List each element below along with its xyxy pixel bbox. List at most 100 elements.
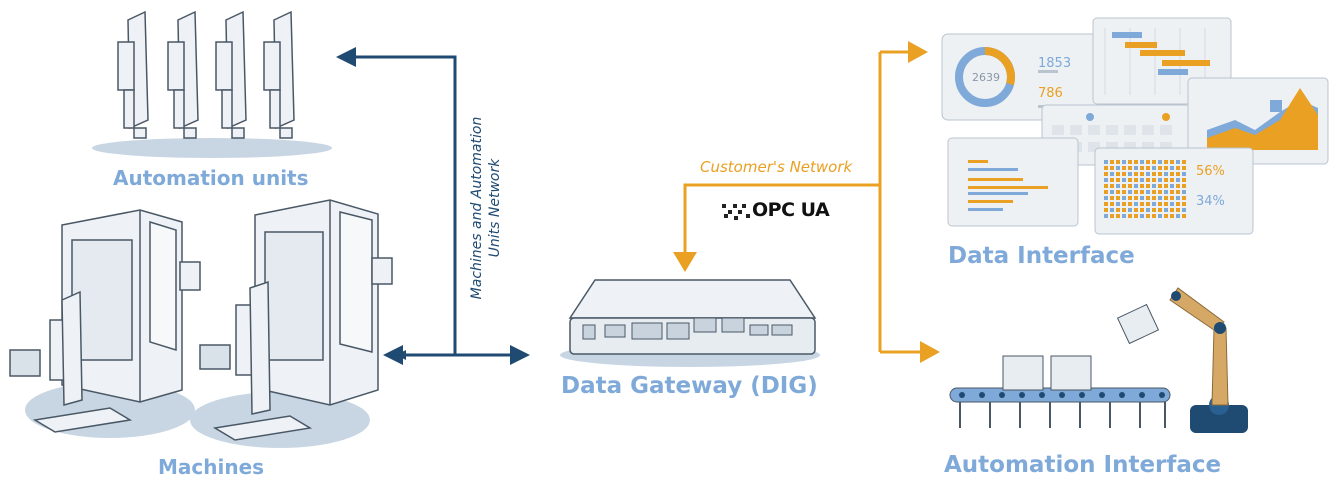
- waffle-cell: [1182, 196, 1186, 200]
- waffle-cell: [1170, 202, 1174, 206]
- waffle-cell: [1170, 166, 1174, 170]
- waffle-cell: [1152, 214, 1156, 218]
- waffle-cell: [1176, 208, 1180, 212]
- waffle-cell: [1104, 214, 1108, 218]
- machines-network-label: Machines and Automation Units Network: [468, 98, 504, 318]
- waffle-cell: [1176, 184, 1180, 188]
- waffle-cell: [1158, 196, 1162, 200]
- waffle-cell: [1128, 166, 1132, 170]
- waffle-cell: [1122, 184, 1126, 188]
- waffle-cell: [1122, 160, 1126, 164]
- waffle-cell: [1110, 214, 1114, 218]
- pct-bottom: 34%: [1196, 194, 1225, 209]
- waffle-cell: [1152, 166, 1156, 170]
- waffle-cell: [1182, 178, 1186, 182]
- waffle-cell: [1170, 214, 1174, 218]
- waffle-cell: [1110, 184, 1114, 188]
- waffle-cell: [1146, 202, 1150, 206]
- waffle-cell: [1110, 160, 1114, 164]
- waffle-cell: [1122, 172, 1126, 176]
- automation-interface-label: Automation Interface: [944, 452, 1222, 478]
- waffle-cell: [1146, 184, 1150, 188]
- waffle-cell: [1104, 202, 1108, 206]
- waffle-cell: [1170, 178, 1174, 182]
- waffle-cell: [1146, 196, 1150, 200]
- waffle-cell: [1134, 214, 1138, 218]
- waffle-cell: [1128, 202, 1132, 206]
- data-interface-label: Data Interface: [948, 243, 1135, 269]
- waffle-cell: [1122, 214, 1126, 218]
- waffle-cell: [1170, 160, 1174, 164]
- waffle-cell: [1182, 214, 1186, 218]
- waffle-cell: [1146, 208, 1150, 212]
- waffle-cell: [1140, 196, 1144, 200]
- opc-ua-logo: [722, 204, 750, 220]
- gateway-label: Data Gateway (DIG): [561, 373, 818, 399]
- waffle-cell: [1158, 184, 1162, 188]
- waffle-cell: [1134, 202, 1138, 206]
- automation-interface-illustration: [949, 287, 1248, 433]
- waffle-cell: [1122, 178, 1126, 182]
- waffle-cell: [1122, 190, 1126, 194]
- waffle-cell: [1140, 208, 1144, 212]
- waffle-cell: [1146, 178, 1150, 182]
- waffle-cell: [1122, 208, 1126, 212]
- waffle-cell: [1152, 202, 1156, 206]
- waffle-cell: [1116, 202, 1120, 206]
- waffle-cell: [1146, 214, 1150, 218]
- waffle-cell: [1134, 196, 1138, 200]
- waffle-cell: [1110, 208, 1114, 212]
- waffle-cell: [1170, 208, 1174, 212]
- waffle-cell: [1170, 190, 1174, 194]
- waffle-cell: [1116, 214, 1120, 218]
- waffle-cell: [1140, 178, 1144, 182]
- waffle-cell: [1170, 196, 1174, 200]
- waffle-cell: [1104, 208, 1108, 212]
- waffle-cell: [1110, 202, 1114, 206]
- waffle-cell: [1116, 184, 1120, 188]
- waffle-cell: [1158, 214, 1162, 218]
- waffle-cell: [1110, 196, 1114, 200]
- waffle-cell: [1164, 160, 1168, 164]
- waffle-cell: [1152, 172, 1156, 176]
- waffle-cell: [1182, 184, 1186, 188]
- waffle-cell: [1170, 184, 1174, 188]
- stat-bottom: 786: [1038, 86, 1063, 101]
- machines-label: Machines: [158, 455, 265, 479]
- pct-top: 56%: [1196, 164, 1225, 179]
- waffle-cell: [1164, 184, 1168, 188]
- machines-illustration: [9, 199, 393, 448]
- waffle-cell: [1146, 190, 1150, 194]
- waffle-cell: [1104, 160, 1108, 164]
- waffle-cell: [1158, 190, 1162, 194]
- waffle-cell: [1182, 166, 1186, 170]
- waffle-cell: [1128, 178, 1132, 182]
- gateway-device: [560, 279, 820, 367]
- waffle-cell: [1182, 202, 1186, 206]
- waffle-cell: [1116, 172, 1120, 176]
- waffle-cell: [1158, 208, 1162, 212]
- waffle-cell: [1176, 202, 1180, 206]
- stat-top: 1853: [1038, 56, 1072, 71]
- waffle-cell: [1152, 160, 1156, 164]
- waffle-cell: [1116, 208, 1120, 212]
- waffle-cell: [1158, 160, 1162, 164]
- waffle-cell: [1116, 160, 1120, 164]
- waffle-cell: [1164, 196, 1168, 200]
- waffle-cell: [1164, 190, 1168, 194]
- waffle-cell: [1176, 178, 1180, 182]
- machines-network-line1: Machines and Automation: [469, 116, 485, 300]
- conveyor-rollers: [959, 392, 1165, 398]
- waffle-cell: [1104, 196, 1108, 200]
- waffle-cell: [1146, 172, 1150, 176]
- waffle-cell: [1182, 190, 1186, 194]
- waffle-cell: [1140, 184, 1144, 188]
- machines-network-line2: Units Network: [487, 158, 503, 258]
- waffle-cell: [1152, 190, 1156, 194]
- customer-network-arrowheads: [673, 41, 940, 363]
- automation-units-label: Automation units: [113, 166, 309, 190]
- waffle-cell: [1134, 166, 1138, 170]
- waffle-cell: [1116, 178, 1120, 182]
- waffle-cell: [1140, 172, 1144, 176]
